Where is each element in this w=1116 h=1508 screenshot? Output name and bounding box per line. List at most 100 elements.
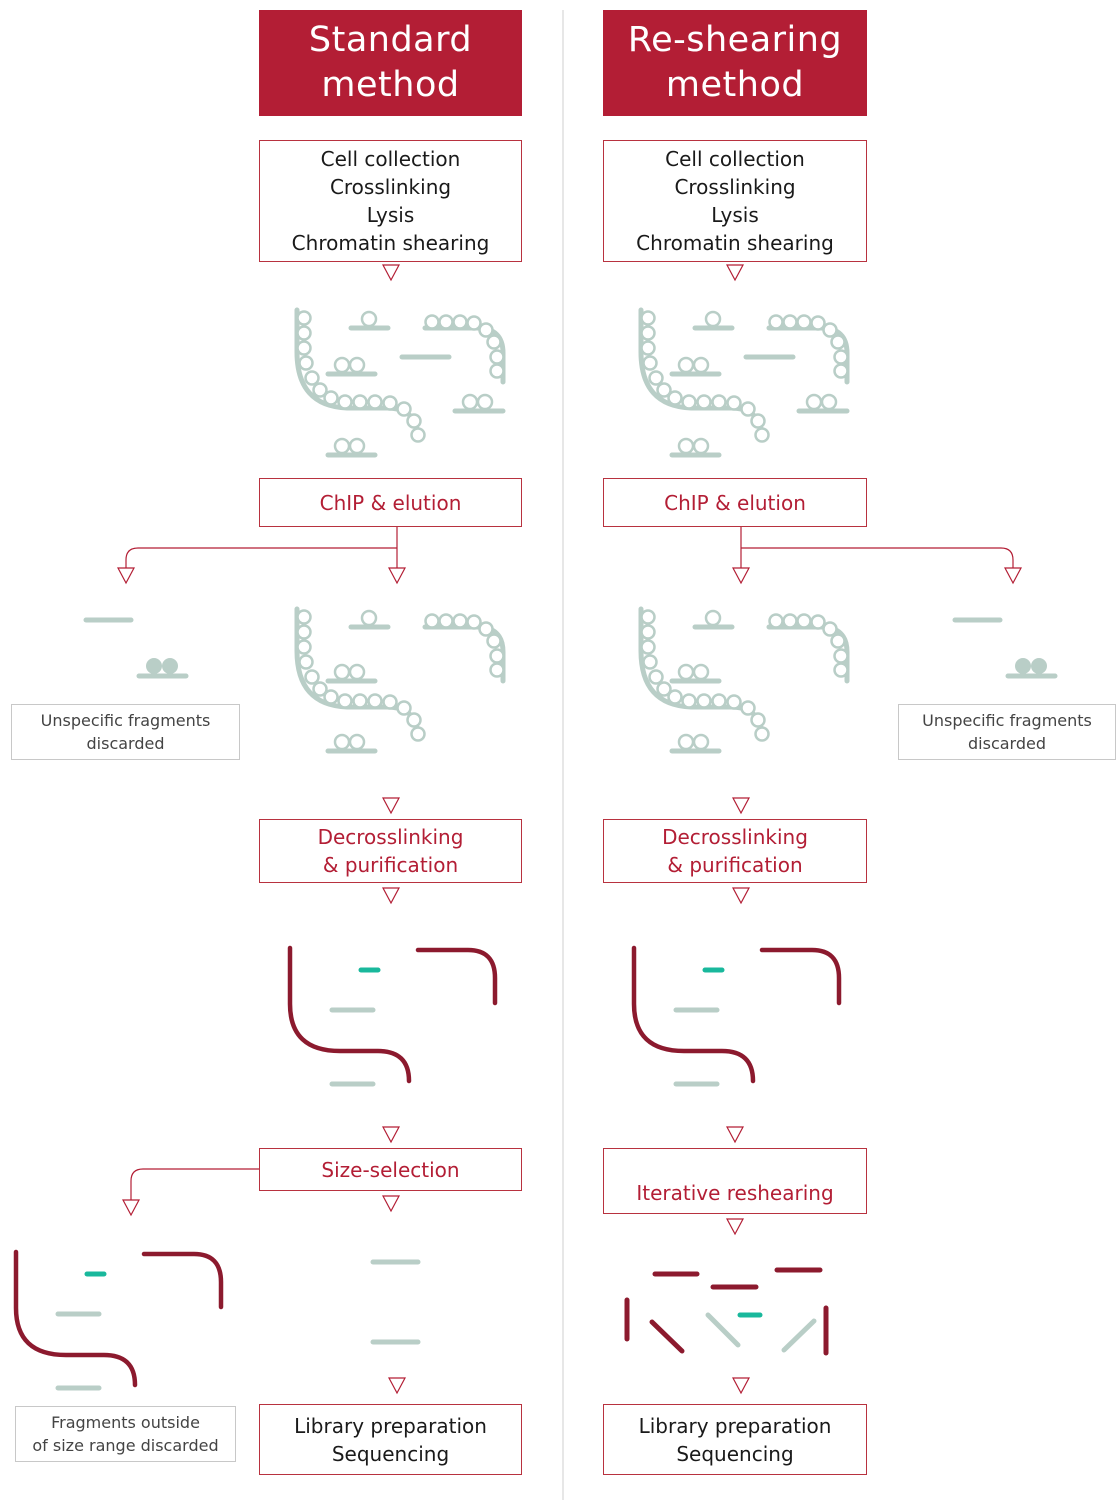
nucleosome — [750, 712, 766, 728]
nucleosome — [696, 394, 712, 410]
dna-strand-long — [631, 945, 756, 1084]
left-purified-dna — [287, 945, 498, 1087]
step-line: Chromatin shearing — [636, 231, 834, 255]
nucleosome — [692, 437, 710, 455]
nucleosome — [162, 658, 178, 674]
nucleosome — [768, 613, 784, 629]
nucleosome — [352, 693, 368, 709]
nucleosome — [486, 633, 502, 649]
nucleosome — [822, 322, 838, 338]
nucleosome — [296, 609, 312, 625]
nucleosome — [833, 349, 849, 365]
nucleosome — [348, 437, 366, 455]
nucleosome — [640, 340, 656, 356]
resheared-fragments — [624, 1267, 829, 1356]
nucleosome — [489, 662, 505, 678]
header-line-1: Standard — [308, 20, 473, 60]
nucleosome — [754, 726, 770, 742]
nucleosome — [489, 363, 505, 379]
nucleosome — [333, 733, 351, 751]
nucleosome — [1031, 658, 1047, 674]
nucleosome — [406, 413, 422, 429]
nucleosome — [711, 693, 727, 709]
right-step-cell-preparation: Cell collection Crosslinking Lysis Chrom… — [603, 140, 867, 262]
nucleosome — [333, 437, 351, 455]
nucleosome — [323, 689, 339, 705]
nucleosome — [466, 614, 482, 630]
nucleosome — [796, 613, 812, 629]
nucleosome — [360, 310, 378, 328]
nucleosome — [640, 325, 656, 341]
dna-fragment — [705, 1312, 741, 1348]
nucleosome — [740, 700, 756, 716]
nucleosome — [640, 609, 656, 625]
left-arrow-after-size — [382, 1195, 400, 1213]
nucleosome — [677, 733, 695, 751]
right-arrow-decross — [732, 797, 750, 815]
dna-fragment — [781, 1318, 817, 1353]
left-step-size-selection: Size-selection — [259, 1148, 522, 1191]
nucleosome — [348, 733, 366, 751]
nucleosome — [312, 382, 328, 398]
nucleosome — [692, 663, 710, 681]
nucleosome — [704, 310, 722, 328]
nucleosome — [476, 393, 494, 411]
nucleosome — [656, 382, 672, 398]
nucleosome — [830, 334, 846, 350]
nucleosome — [754, 427, 770, 443]
header-line-2: method — [665, 65, 805, 105]
step-line: ChIP & elution — [319, 490, 462, 515]
left-arrow-decross — [382, 797, 400, 815]
left-unspecific-fragments-note: Unspecific fragments discarded — [11, 704, 240, 760]
nucleosome — [640, 310, 656, 326]
nucleosome — [304, 370, 320, 386]
nucleosome — [640, 624, 656, 640]
nucleosome — [667, 390, 683, 406]
nucleosome — [711, 394, 727, 410]
nucleosome — [677, 663, 695, 681]
step-line: Size-selection — [321, 1157, 460, 1182]
left-step-library-preparation: Library preparation Sequencing — [259, 1404, 522, 1475]
left-discarded-purified-dna — [13, 1249, 224, 1391]
left-discarded-fragments — [83, 617, 189, 679]
nucleosome — [810, 315, 826, 331]
nucleosome — [782, 314, 798, 330]
left-continue-arrow — [388, 567, 406, 585]
right-arrow-after-decross — [732, 887, 750, 905]
dna-strand-hook — [759, 947, 842, 1006]
nucleosome — [486, 334, 502, 350]
nucleosome — [406, 712, 422, 728]
nucleosome — [681, 693, 697, 709]
header-line-2: method — [321, 65, 460, 105]
nucleosome — [410, 726, 426, 742]
left-chip-chromatin-group — [294, 606, 506, 754]
nucleosome — [360, 609, 378, 627]
nucleosome — [382, 395, 398, 411]
reshearing-method-header: Re-shearing method — [603, 10, 867, 116]
nucleosome — [656, 681, 672, 697]
nucleosome — [438, 314, 454, 330]
nucleosome — [298, 654, 314, 670]
nucleosome — [833, 648, 849, 664]
nucleosome — [726, 694, 742, 710]
nucleosome — [424, 613, 440, 629]
left-branch-line — [125, 527, 398, 568]
left-arrow-size — [382, 1126, 400, 1144]
left-chromatin-group — [294, 307, 506, 458]
standard-method-header: Standard method — [259, 10, 522, 116]
nucleosome — [726, 395, 742, 411]
nucleosome — [424, 314, 440, 330]
step-line: Crosslinking — [329, 175, 452, 199]
nucleosome — [396, 700, 412, 716]
nucleosome — [704, 609, 722, 627]
dna-strand-hook — [415, 947, 498, 1006]
size-discard-arrow — [122, 1199, 140, 1217]
nucleosome — [782, 613, 798, 629]
nucleosome — [452, 613, 468, 629]
left-discard-arrow — [117, 567, 135, 585]
step-line: & purification — [667, 853, 803, 877]
nucleosome — [337, 394, 353, 410]
nucleosome — [396, 401, 412, 417]
nucleosome — [333, 663, 351, 681]
